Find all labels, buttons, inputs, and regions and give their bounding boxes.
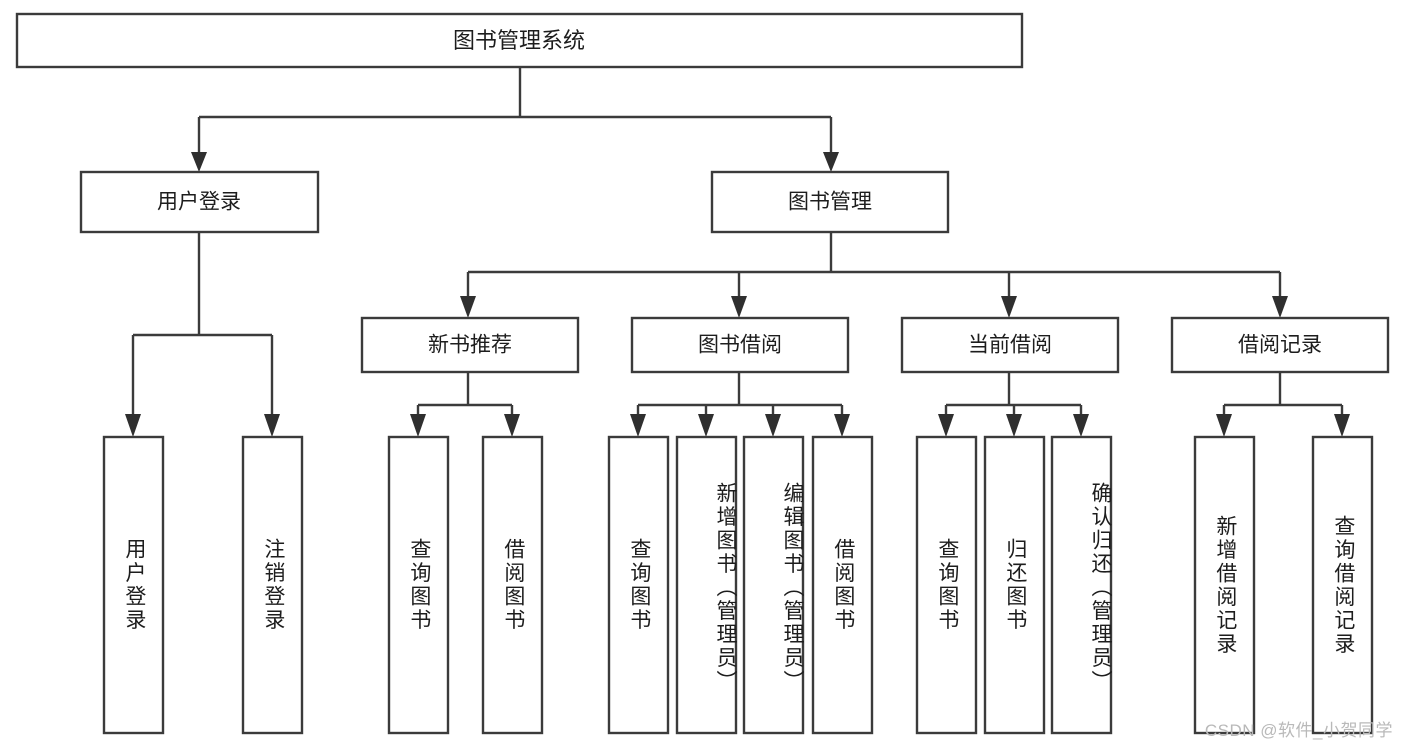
connector-group-current <box>938 372 1089 437</box>
leaf-box-borrow-2[interactable] <box>742 435 805 735</box>
connector-group-borrow <box>630 372 850 437</box>
leaf-box-current-2[interactable] <box>1050 435 1113 735</box>
leaf-box-current-0[interactable] <box>915 435 978 735</box>
arrow-head-book-mgmt-borrow <box>731 296 747 318</box>
node-user-login-box[interactable] <box>79 170 320 234</box>
node-book-mgmt[interactable]: 图书管理 <box>710 170 950 234</box>
node-user-login-label: 用户登录 <box>157 191 241 214</box>
node-book-borrow-label: 图书借阅 <box>698 334 782 357</box>
node-current-borrow-box[interactable] <box>900 316 1120 374</box>
node-new-book-recommend-box[interactable] <box>360 316 580 374</box>
connector-group-book-mgmt <box>460 232 1288 318</box>
node-current-borrow-label: 当前借阅 <box>968 334 1052 357</box>
leaf-box-record-0[interactable] <box>1193 435 1256 735</box>
node-root-box[interactable] <box>15 12 1024 69</box>
node-borrow-record-box[interactable] <box>1170 316 1390 374</box>
arrow-head-user-login-leaf-0 <box>125 414 141 437</box>
node-book-mgmt-label: 图书管理 <box>788 191 872 214</box>
leaf-box-current-1[interactable] <box>983 435 1046 735</box>
arrow-head-root-to-book-mgmt <box>823 152 839 172</box>
leaf-box-borrow-0[interactable] <box>607 435 670 735</box>
node-new-book-recommend[interactable]: 新书推荐 <box>360 316 580 374</box>
leaf-box-borrow-3[interactable] <box>811 435 874 735</box>
leaf-box-borrow-1[interactable] <box>675 435 738 735</box>
connector-group-record <box>1216 372 1350 437</box>
leaf-box-new-book-0[interactable] <box>387 435 450 735</box>
node-user-login[interactable]: 用户登录 <box>79 170 320 234</box>
arrow-head-new-book-leaf-0 <box>410 414 426 437</box>
arrow-head-user-login-leaf-1 <box>264 414 280 437</box>
arrow-head-current-leaf-0 <box>938 414 954 437</box>
node-new-book-recommend-label: 新书推荐 <box>428 334 512 357</box>
node-borrow-record[interactable]: 借阅记录 <box>1170 316 1390 374</box>
arrow-head-new-book-leaf-1 <box>504 414 520 437</box>
leaf-box-user-login-1[interactable] <box>241 435 304 735</box>
arrow-head-root-to-user-login <box>191 152 207 172</box>
node-book-borrow-box[interactable] <box>630 316 850 374</box>
leaf-box-user-login-0[interactable] <box>102 435 165 735</box>
connector-group-new-book <box>410 372 520 437</box>
connector-group-user-login <box>125 232 280 437</box>
arrow-head-current-leaf-1 <box>1006 414 1022 437</box>
arrow-head-record-leaf-0 <box>1216 414 1232 437</box>
leaf-box-new-book-1[interactable] <box>481 435 544 735</box>
connector-group-root <box>191 67 839 172</box>
node-book-mgmt-box[interactable] <box>710 170 950 234</box>
node-borrow-record-label: 借阅记录 <box>1238 334 1322 357</box>
arrow-head-record-leaf-1 <box>1334 414 1350 437</box>
arrow-head-book-mgmt-record <box>1272 296 1288 318</box>
arrow-head-book-mgmt-current <box>1001 296 1017 318</box>
node-root[interactable]: 图书管理系统 <box>15 12 1024 69</box>
node-root-label: 图书管理系统 <box>453 28 585 53</box>
arrow-head-borrow-leaf-2 <box>765 414 781 437</box>
node-book-borrow[interactable]: 图书借阅 <box>630 316 850 374</box>
arrow-head-borrow-leaf-0 <box>630 414 646 437</box>
arrow-head-book-mgmt-new-book <box>460 296 476 318</box>
arrow-head-borrow-leaf-1 <box>698 414 714 437</box>
node-current-borrow[interactable]: 当前借阅 <box>900 316 1120 374</box>
arrow-head-current-leaf-2 <box>1073 414 1089 437</box>
arrow-head-borrow-leaf-3 <box>834 414 850 437</box>
leaf-box-record-1[interactable] <box>1311 435 1374 735</box>
